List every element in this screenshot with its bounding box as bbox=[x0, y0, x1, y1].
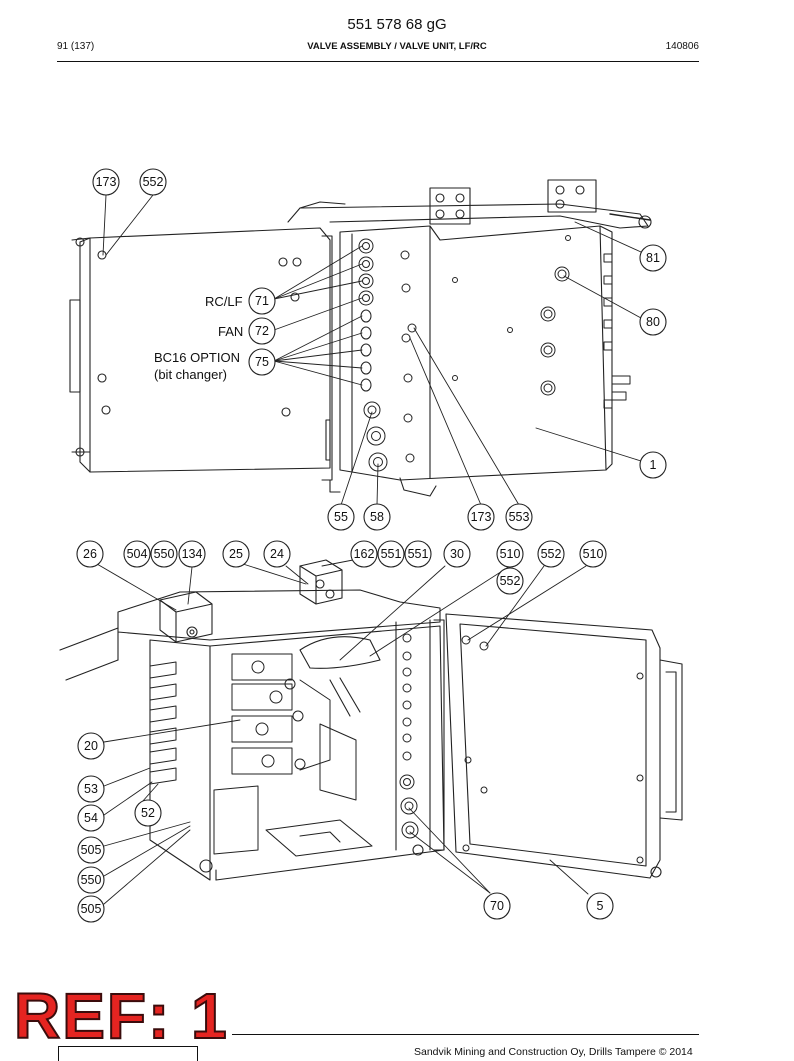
callout-numbers: 173 552 71 72 75 81 80 1 55 58 173 553 2… bbox=[81, 175, 660, 916]
callout-134: 134 bbox=[182, 547, 203, 561]
callout-504: 504 bbox=[127, 547, 148, 561]
callout-552-bottom: 552 bbox=[541, 547, 562, 561]
callout-510: 510 bbox=[500, 547, 521, 561]
callout-71: 71 bbox=[255, 294, 269, 308]
callout-505: 505 bbox=[81, 843, 102, 857]
callout-173: 173 bbox=[96, 175, 117, 189]
callout-552: 552 bbox=[143, 175, 164, 189]
callout-24: 24 bbox=[270, 547, 284, 561]
callout-75: 75 bbox=[255, 355, 269, 369]
callout-55: 55 bbox=[334, 510, 348, 524]
callout-70: 70 bbox=[490, 899, 504, 913]
callout-551-second: 551 bbox=[408, 547, 429, 561]
callout-20: 20 bbox=[84, 739, 98, 753]
footer-copyright: Sandvik Mining and Construction Oy, Dril… bbox=[414, 1046, 693, 1058]
footer-rule bbox=[232, 1034, 699, 1035]
document-number: 551 578 68 gG bbox=[347, 16, 447, 33]
label-rc-lf: RC/LF bbox=[205, 294, 243, 309]
callout-162: 162 bbox=[354, 547, 375, 561]
header-rule bbox=[57, 61, 699, 62]
callout-circles bbox=[76, 168, 667, 923]
callout-80: 80 bbox=[646, 315, 660, 329]
ref-stamp: REF: 1 bbox=[13, 980, 229, 1052]
diagram-labels: RC/LF FAN BC16 OPTION (bit changer) bbox=[154, 294, 243, 382]
callout-553: 553 bbox=[509, 510, 530, 524]
callout-53: 53 bbox=[84, 782, 98, 796]
callout-58: 58 bbox=[370, 510, 384, 524]
label-bit-changer: (bit changer) bbox=[154, 367, 227, 382]
callout-5: 5 bbox=[597, 899, 604, 913]
revision-code: 140806 bbox=[665, 41, 699, 52]
callout-510-right: 510 bbox=[583, 547, 604, 561]
callout-25: 25 bbox=[229, 547, 243, 561]
callout-1: 1 bbox=[650, 458, 657, 472]
page-number: 91 (137) bbox=[57, 41, 95, 52]
bottom-leader-lines bbox=[96, 559, 589, 905]
callout-52: 52 bbox=[141, 806, 155, 820]
callout-505-lower: 505 bbox=[81, 902, 102, 916]
callout-173-lower: 173 bbox=[471, 510, 492, 524]
bottom-valve-unit-drawing bbox=[59, 559, 683, 881]
callout-551: 551 bbox=[381, 547, 402, 561]
callout-26: 26 bbox=[83, 547, 97, 561]
callout-552-stacked: 552 bbox=[500, 574, 521, 588]
top-leader-lines bbox=[102, 194, 642, 506]
top-valve-unit-drawing bbox=[69, 179, 652, 497]
callout-81: 81 bbox=[646, 251, 660, 265]
page-title: VALVE ASSEMBLY / VALVE UNIT, LF/RC bbox=[307, 41, 487, 52]
callout-550: 550 bbox=[154, 547, 175, 561]
label-fan: FAN bbox=[218, 324, 243, 339]
callout-30: 30 bbox=[450, 547, 464, 561]
callout-54: 54 bbox=[84, 811, 98, 825]
label-bc16-option: BC16 OPTION bbox=[154, 350, 240, 365]
callout-550-lower: 550 bbox=[81, 873, 102, 887]
callout-72: 72 bbox=[255, 324, 269, 338]
